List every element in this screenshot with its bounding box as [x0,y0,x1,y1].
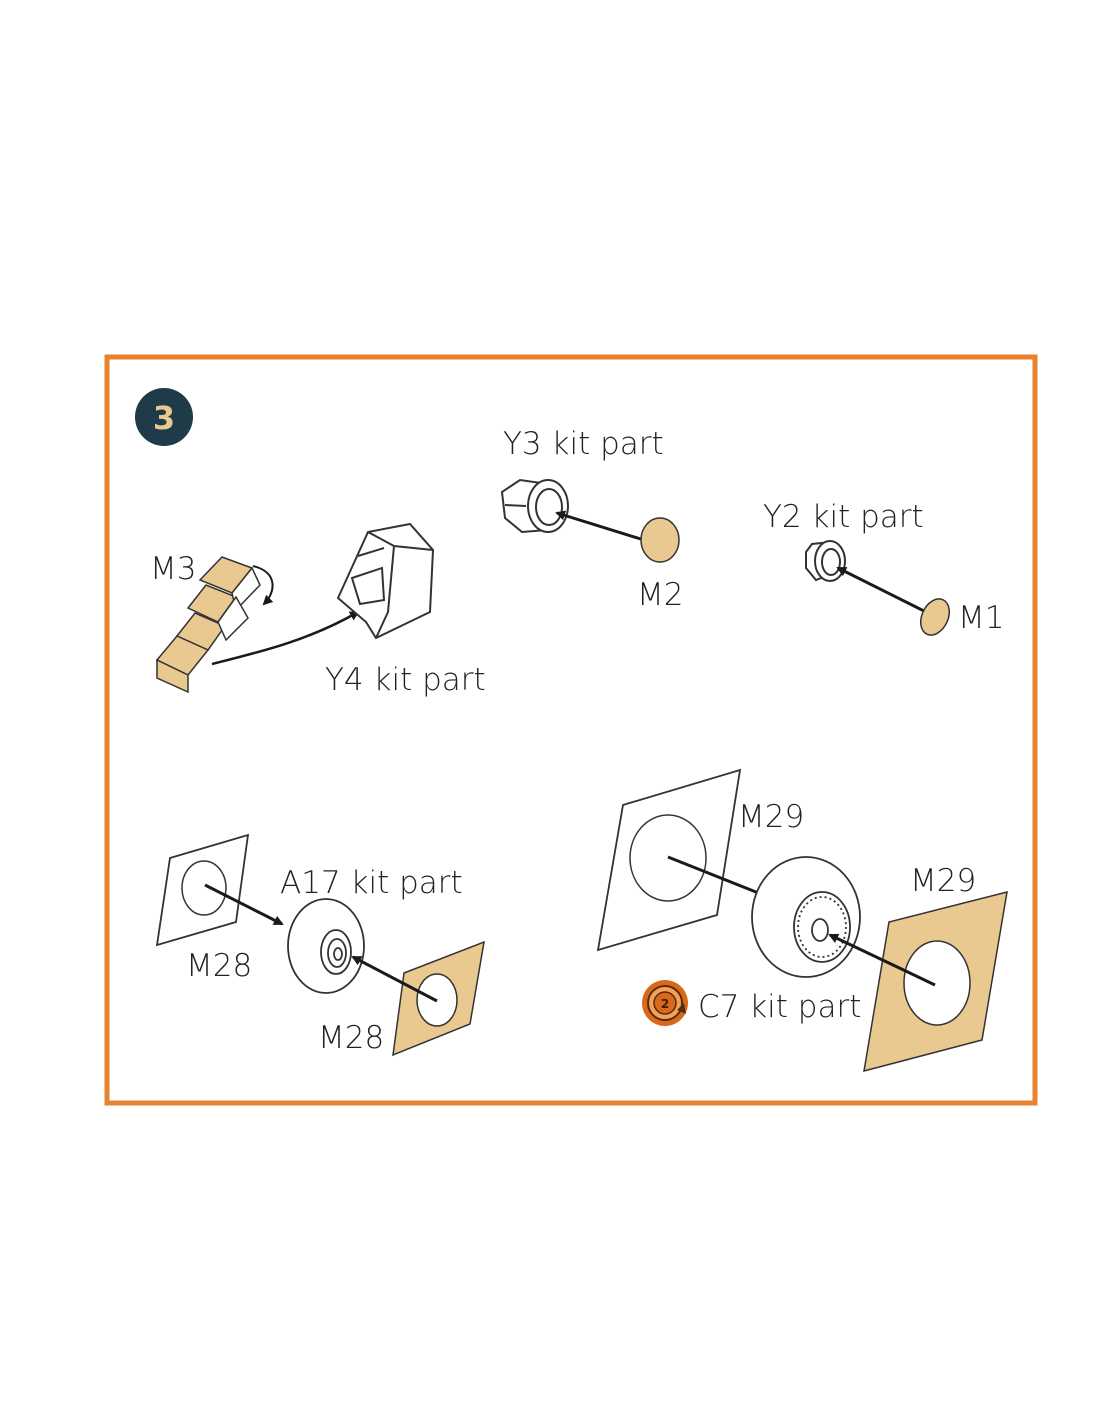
label-y4-kit-part: Y4 kit part [325,662,486,698]
label-y3-kit-part: Y3 kit part [503,426,664,462]
m3-fold-arrow [252,565,274,606]
label-m28-bottom: M28 [318,1020,384,1056]
m29-right-hole [903,940,971,1026]
refer-step-icon: 2 [642,980,688,1026]
m28-left-hole [181,860,227,916]
step-number-badge: 3 [135,388,193,446]
m2-part [640,517,680,563]
m29-right-arrow [828,933,936,987]
step-frame [104,354,1038,1106]
label-m2: M2 [637,577,683,613]
m3-part [155,556,261,694]
a17-wheel-drawing [287,898,365,994]
label-m3: M3 [150,551,196,587]
m1-arrow [836,566,927,614]
label-c7-kit-part: C7 kit part [698,989,861,1025]
m2-arrow [555,510,645,542]
label-a17-kit-part: A17 kit part [280,865,463,901]
m1-part [919,598,951,636]
step-number: 3 [153,399,175,437]
c7-badge-number: 2 [661,997,669,1011]
label-m29-right: M29 [910,863,976,899]
m28-bottom-arrow [351,955,438,1003]
y2-kit-part-drawing [805,540,846,582]
label-y2-kit-part: Y2 kit part [763,499,924,535]
m29-top-arrow [667,855,768,898]
y4-kit-part-drawing [336,522,435,640]
c7-wheel-drawing [751,856,861,978]
label-m28-left: M28 [186,948,252,984]
m28-left-arrow [204,883,284,926]
y3-kit-part-drawing [500,478,569,534]
m3-to-y4-arrow [211,610,360,666]
label-m1: M1 [958,600,1004,636]
label-m29-top: M29 [738,799,804,835]
